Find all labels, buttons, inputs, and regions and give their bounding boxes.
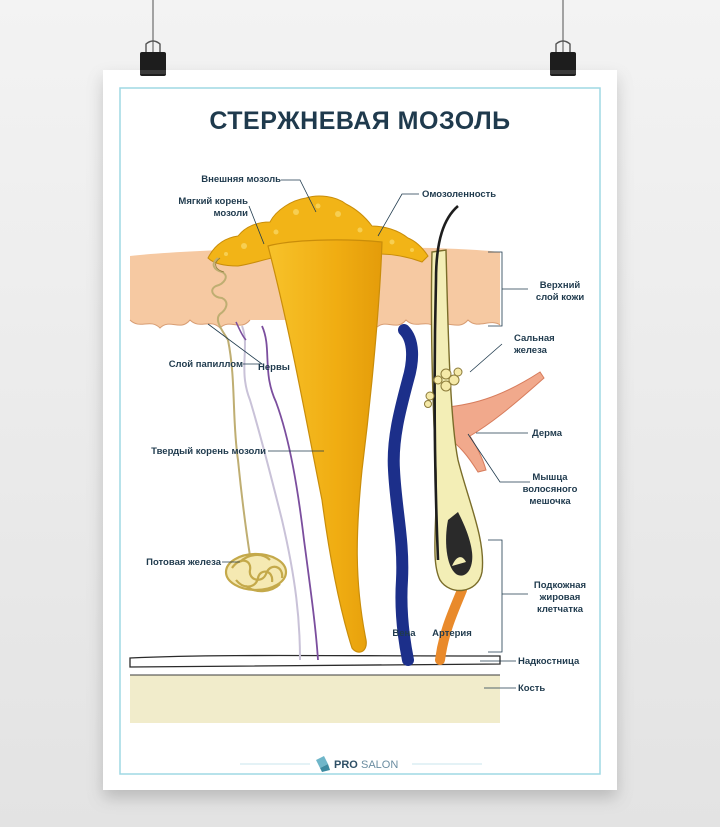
sweat-gland <box>226 554 286 591</box>
label-periosteum: Надкостница <box>518 656 580 667</box>
label-outer-callus: Внешняя мозоль <box>201 174 281 185</box>
brand-salon: SALON <box>361 759 398 771</box>
label-dermis: Дерма <box>532 428 563 439</box>
label-muscle-3: мешочка <box>529 496 571 507</box>
label-upper-skin-2: слой кожи <box>536 292 585 303</box>
brand-pro: PRO <box>334 759 358 771</box>
label-sebaceous-1: Сальная <box>514 333 555 344</box>
label-keratosis: Омозоленность <box>422 189 496 200</box>
label-muscle-1: Мышца <box>532 472 568 483</box>
label-subcutaneous-2: жировая <box>539 592 581 603</box>
label-nerves: Нервы <box>258 362 290 373</box>
label-sweat-gland: Потовая железа <box>146 557 222 568</box>
bone-layer <box>130 675 500 723</box>
label-bone: Кость <box>518 683 545 694</box>
label-subcutaneous-1: Подкожная <box>534 580 586 591</box>
label-upper-skin-1: Верхний <box>540 280 581 291</box>
label-artery: Артерия <box>432 628 472 639</box>
label-sebaceous-2: железа <box>513 345 548 356</box>
label-subcutaneous-3: клетчатка <box>537 604 584 615</box>
poster-title: СТЕРЖНЕВАЯ МОЗОЛЬ <box>209 107 510 135</box>
label-hard-root: Твердый корень мозоли <box>151 446 266 457</box>
label-muscle-2: волосяного <box>523 484 578 495</box>
label-soft-root-2: мозоли <box>213 208 248 219</box>
label-vein: Вена <box>392 628 416 639</box>
label-soft-root-1: Мягкий корень <box>178 196 248 207</box>
label-papillary: Слой папиллом <box>169 359 243 370</box>
